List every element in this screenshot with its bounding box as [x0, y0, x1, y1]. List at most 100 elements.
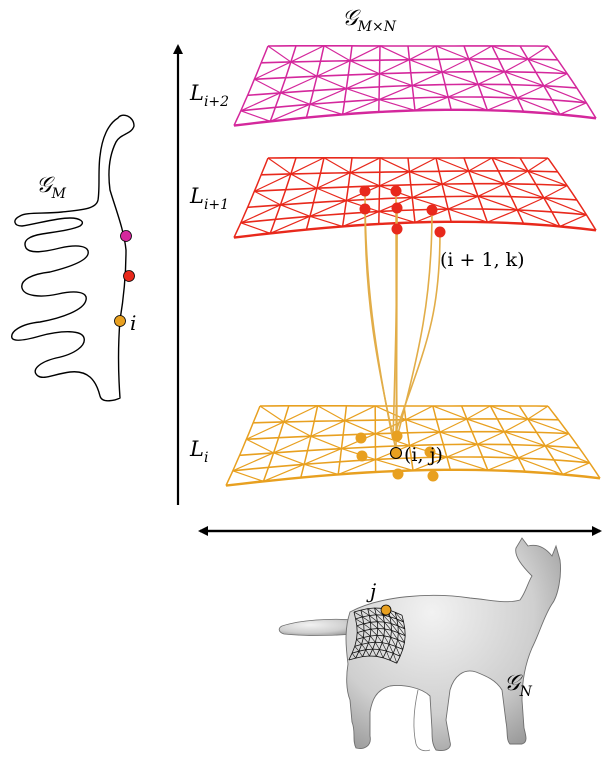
grid-line-magenta-col	[341, 45, 353, 115]
grid-line-magenta-diag	[379, 73, 413, 87]
grid-line-magenta-diag	[414, 96, 449, 111]
grid-line-orange-col	[432, 405, 452, 471]
grid-line-red-diag	[447, 208, 488, 223]
node-label-j: j	[366, 579, 376, 603]
grid-line-red-diag	[379, 157, 410, 173]
grid-line-orange-diag	[259, 405, 285, 423]
grid-line-magenta-diag	[280, 92, 311, 105]
patch-diag	[353, 611, 363, 618]
grid-line-orange-diag	[439, 431, 478, 445]
patch-diag	[351, 652, 356, 659]
grid-line-magenta-diag	[411, 71, 443, 87]
grid-line-orange-diag	[232, 452, 274, 472]
grid-line-red-diag	[543, 185, 568, 199]
patch-diag	[363, 630, 371, 637]
patch-diag	[376, 614, 385, 623]
patch-diag	[381, 642, 387, 652]
grid-line-red-col	[491, 157, 525, 225]
grid-line-orange-diag	[504, 431, 546, 447]
grid-line-red-diag	[267, 157, 292, 175]
graph-m-title: 𝒢M	[36, 173, 67, 202]
grid-line-red-diag	[290, 157, 325, 175]
grid-line-red-diag	[477, 195, 518, 211]
patch-diag	[354, 646, 360, 652]
cat-node-j	[380, 604, 392, 616]
grid-line-magenta-diag	[280, 75, 318, 94]
grid-line-red-diag	[504, 183, 545, 199]
grid-line-red-diag	[280, 204, 311, 217]
grid-line-orange-diag	[477, 431, 505, 445]
grid-line-orange-col	[300, 405, 319, 478]
layer-i-plus-1-node	[434, 226, 446, 238]
product-graph-title: 𝒢M×N	[342, 6, 397, 35]
grid-line-magenta-diag	[477, 71, 505, 85]
grid-line-red-diag	[254, 190, 281, 206]
grid-line-magenta-col	[305, 45, 325, 118]
grid-line-magenta-diag	[435, 45, 469, 60]
grid-line-orange-col	[403, 405, 414, 471]
grid-line-orange-diag	[527, 418, 570, 435]
grid-line-red-col	[341, 157, 353, 227]
grid-line-magenta-diag	[254, 78, 281, 94]
layer-label-i-plus-2: Li+2	[189, 81, 229, 110]
patch-diag	[362, 616, 371, 623]
grid-line-red-diag	[379, 171, 410, 187]
patch-line	[355, 614, 404, 623]
grid-line-magenta-diag	[447, 83, 479, 98]
patch-diag	[376, 635, 383, 643]
layer-i-plus-1-node	[426, 204, 438, 216]
layer-i-plus-1-nodes	[359, 185, 446, 238]
grid-line-orange-diag	[337, 458, 376, 475]
grid-line-red-diag	[468, 157, 493, 172]
grid-line-magenta-diag	[316, 75, 347, 90]
layer-i-plus-1-node	[359, 185, 371, 197]
grid-line-red-diag	[412, 196, 449, 210]
grid-line-magenta-diag	[477, 83, 518, 99]
grid-line-magenta-diag	[267, 45, 292, 63]
grid-line-red-diag	[316, 187, 347, 202]
grid-line-orange-diag	[490, 405, 529, 420]
grid-line-orange-diag	[310, 420, 346, 437]
patch-diag	[389, 616, 399, 627]
patch-diag	[388, 643, 394, 654]
patch-diag	[365, 649, 370, 657]
grid-line-orange-diag	[466, 405, 491, 420]
grid-line-orange-col	[460, 405, 489, 471]
grid-line-magenta-col	[233, 45, 269, 126]
grid-line-red-diag	[517, 197, 545, 211]
layer-i-node	[392, 468, 404, 480]
patch-diag	[356, 632, 364, 638]
patch-diag	[355, 618, 364, 625]
grid-line-magenta-diag	[504, 71, 545, 87]
grid-line-red-diag	[240, 222, 271, 234]
patch-line	[356, 634, 405, 643]
grid-line-red-diag	[342, 210, 380, 227]
patch-line	[348, 611, 358, 661]
grid-line-orange-diag	[317, 405, 346, 422]
grid-line-red-col	[547, 157, 597, 231]
grid-line-red-diag	[543, 197, 587, 216]
grid-line-red-diag	[447, 195, 479, 210]
grid-line-red-diag	[527, 170, 568, 187]
grid-line-magenta-diag	[379, 59, 410, 75]
grid-line-orange-diag	[477, 443, 519, 459]
grid-line-red-diag	[280, 187, 318, 206]
grid-line-magenta-col	[378, 45, 381, 113]
grid-line-magenta-diag	[527, 45, 549, 60]
grid-line-magenta-col	[435, 45, 452, 110]
graph-m-node-magenta	[120, 230, 132, 242]
grid-line-magenta-diag	[517, 97, 561, 115]
patch-diag	[397, 625, 406, 636]
patch-diag	[386, 650, 391, 661]
graph-n-title: 𝒢N	[504, 671, 533, 700]
patch-diag	[384, 621, 392, 631]
layer-i-plus-1-node	[391, 223, 403, 235]
grid-line-red-diag	[409, 157, 437, 173]
node-label-i-j: (i, j)	[404, 444, 443, 466]
patch-diag	[372, 648, 377, 657]
grid-line-magenta-diag	[441, 58, 469, 73]
layer-i-node-ij	[389, 446, 403, 460]
patch-diag	[363, 623, 372, 630]
grid-line-magenta-col	[407, 45, 416, 111]
patch-diag	[390, 637, 397, 647]
